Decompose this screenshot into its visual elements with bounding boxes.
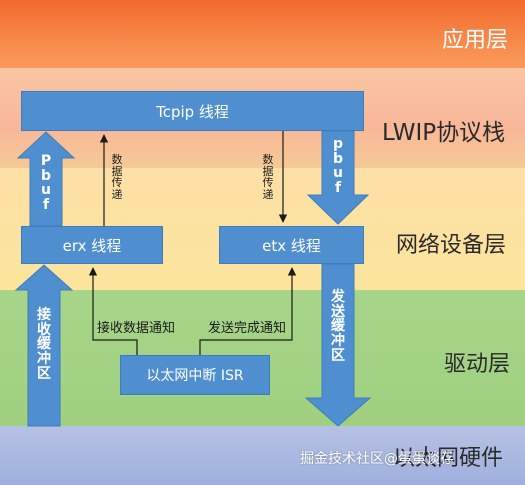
data-pass-down-label: 数据传递 <box>262 153 274 201</box>
recv-buffer-label: 接收缓冲区 <box>37 307 51 382</box>
network-device-layer-label: 网络设备层 <box>396 233 507 258</box>
lwip-stack-layer-label: LWIP协议栈 <box>382 120 506 146</box>
application-layer-band <box>0 0 525 68</box>
send-buffer-label: 发送缓冲区 <box>331 289 345 364</box>
watermark: 掘金技术社区@蛋蛋谈存 <box>300 451 454 467</box>
application-layer-label: 应用层 <box>442 28 509 53</box>
ethernet-hardware-layer-band <box>0 426 525 485</box>
recv-notify-line <box>88 267 138 355</box>
recv-buffer-up-arrow <box>14 264 74 427</box>
send-notify-label: 发送完成通知 <box>208 321 287 336</box>
send-notify-line <box>199 267 297 355</box>
etx-thread-box: etx 线程 <box>219 226 364 264</box>
driver-layer-label: 驱动层 <box>444 352 511 377</box>
data-pass-up-label: 数据传递 <box>111 153 123 201</box>
ethernet-isr-box: 以太网中断 ISR <box>120 355 270 395</box>
pbuf-up-arrow <box>16 131 76 227</box>
send-buffer-down-arrow <box>304 263 372 427</box>
ethernet-hardware-layer-label: 以太网硬件 <box>393 446 504 471</box>
tcpip-thread-box: Tcpip 线程 <box>21 91 364 131</box>
erx-thread-box: erx 线程 <box>21 226 163 264</box>
pbuf-down-arrow <box>306 130 370 225</box>
recv-notify-label: 接收数据通知 <box>97 321 176 336</box>
